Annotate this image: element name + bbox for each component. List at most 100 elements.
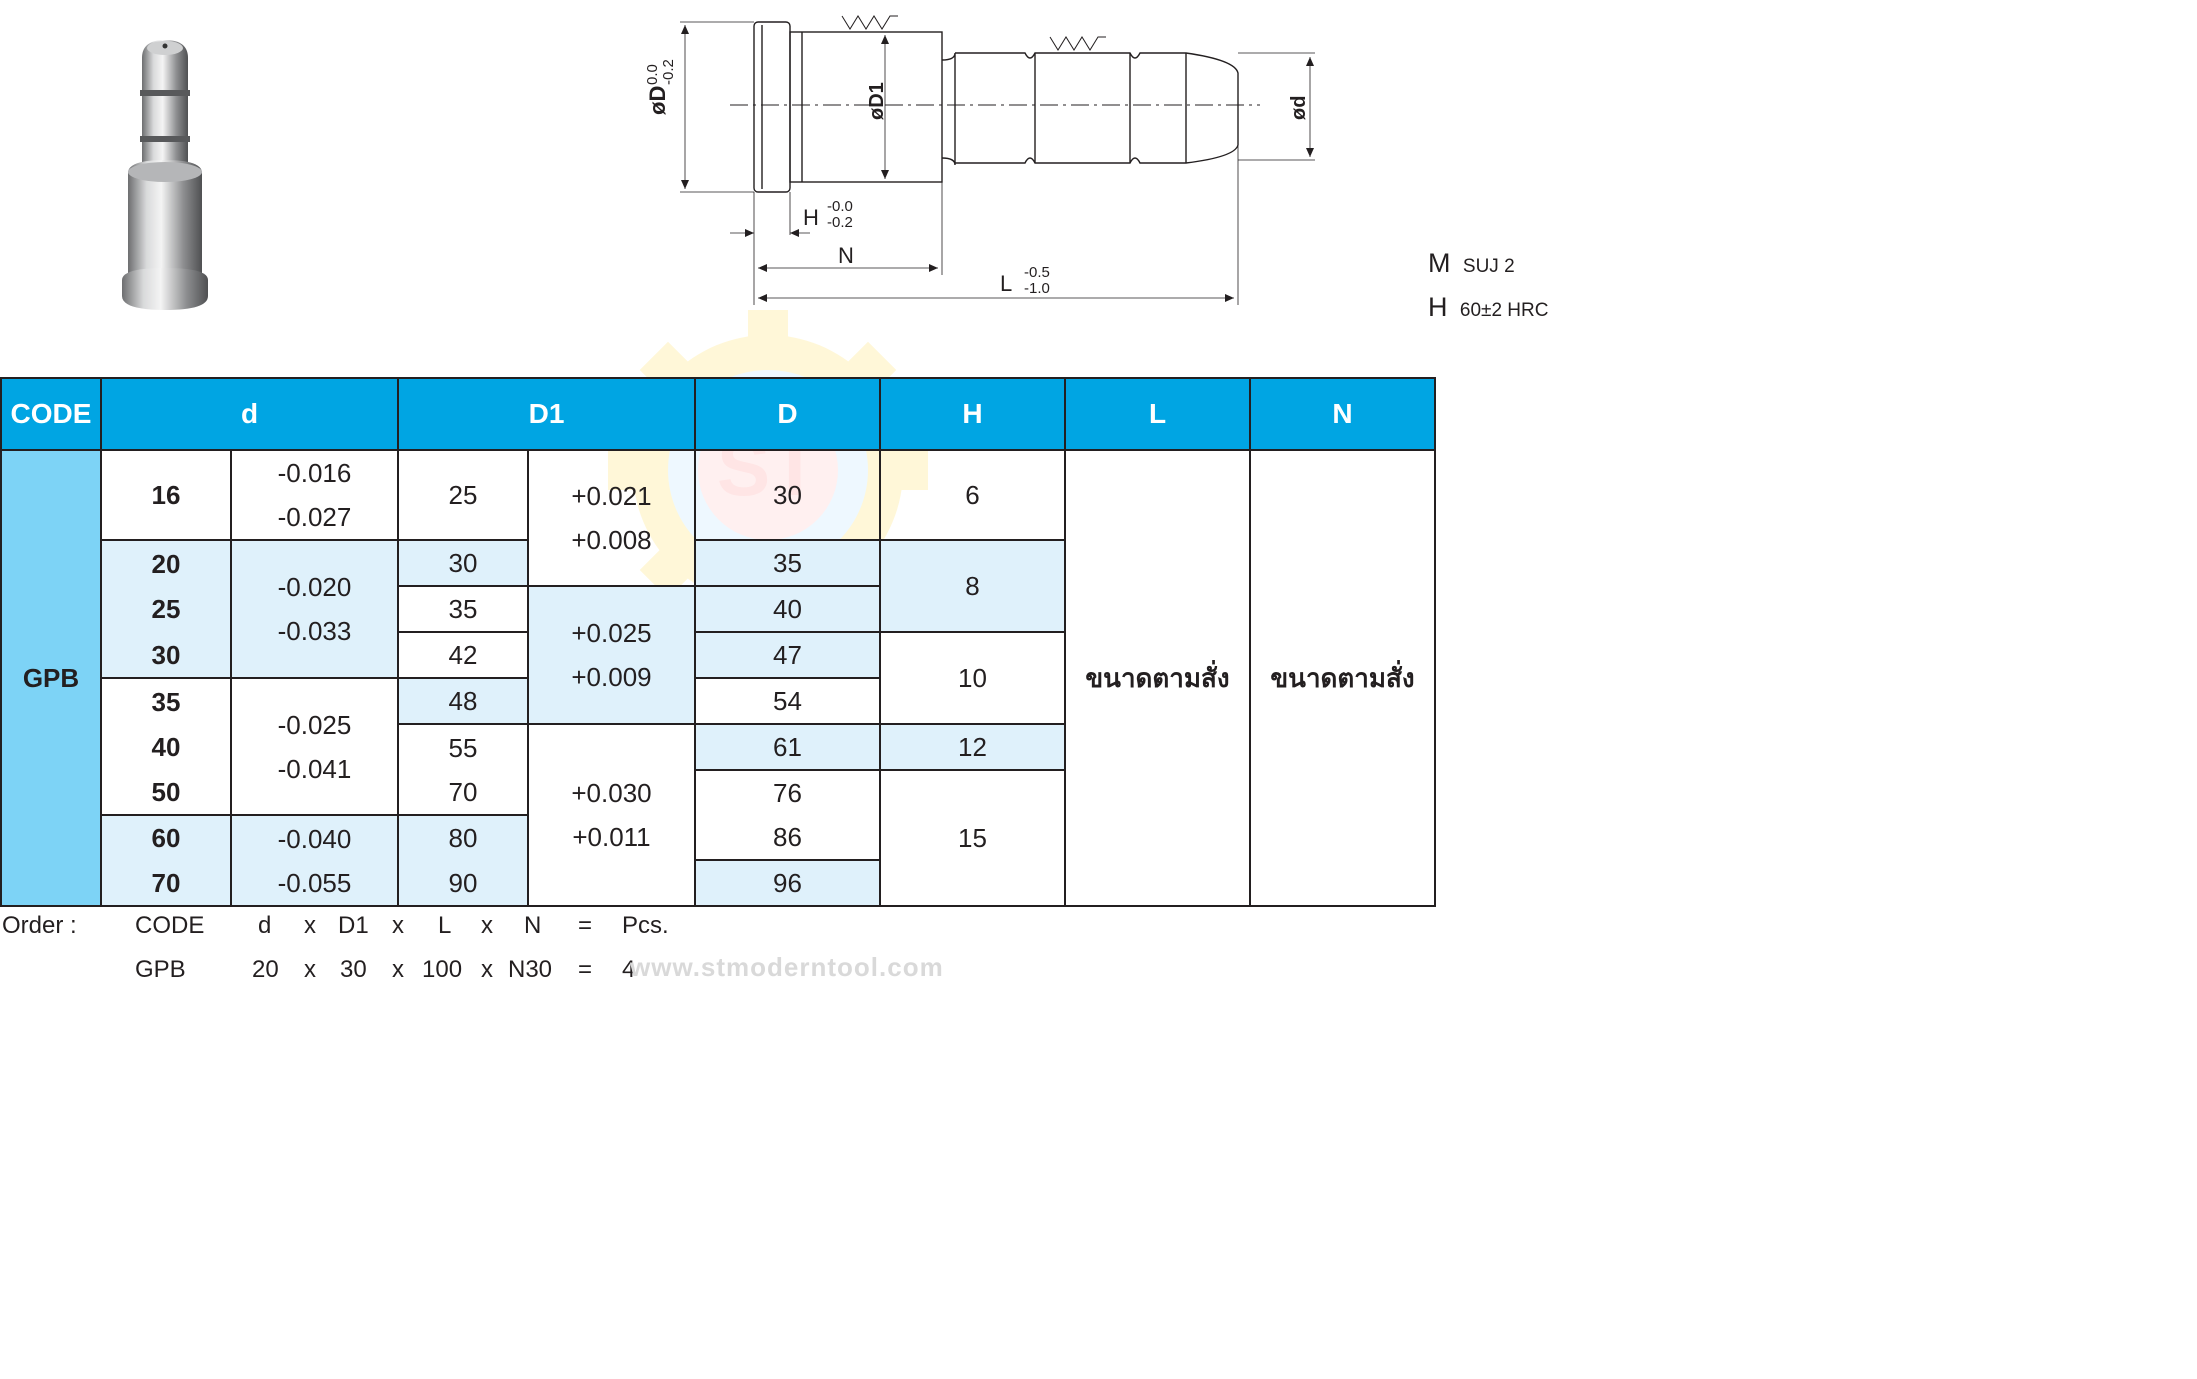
d-value: 60 <box>100 814 232 860</box>
L-value: ขนาดตามสั่ง <box>1064 449 1251 907</box>
order-example-x: x <box>481 956 493 983</box>
order-format-code: CODE <box>135 912 205 939</box>
order-example-N: N30 <box>508 956 553 983</box>
header-d: d <box>100 377 399 451</box>
dim-L-label: L <box>1000 271 1013 296</box>
order-format-x: x <box>304 912 316 939</box>
order-format-L: L <box>438 912 452 939</box>
header-code: CODE <box>0 377 102 451</box>
table-row: 40 55 +0.030 +0.011 61 12 <box>1 723 1435 907</box>
spec-table: CODE d D1 D H L N GPB 16 -0.016 -0.027 2… <box>0 377 1436 907</box>
D1-value: 80 <box>397 814 529 860</box>
order-format-x: x <box>392 912 404 939</box>
D-value: 61 <box>694 723 881 771</box>
order-example-line: GPB 20 x 30 x 100 x N30 = 4 <box>0 956 700 986</box>
dim-d-label: ød <box>1288 95 1310 120</box>
table-header-row: CODE d D1 D H L N <box>0 377 1436 451</box>
dim-D-tol-upper: 0.0 <box>644 64 661 85</box>
table-row: 35 -0.025 -0.041 48 54 <box>1 677 1435 816</box>
order-example-x: x <box>392 956 404 983</box>
dim-H-label: H <box>803 205 819 230</box>
order-format-line: Order : CODE d x D1 x L x N = Pcs. <box>0 912 700 942</box>
d-tol-upper: -0.020 <box>277 572 352 602</box>
table-row: 20 -0.020 -0.033 30 35 8 <box>1 539 1435 679</box>
material-spec: M SUJ 2 <box>1428 248 1515 279</box>
d-value: 50 <box>100 770 232 816</box>
order-example-D1: 30 <box>340 956 367 983</box>
d-tol-lower: -0.055 <box>277 867 352 898</box>
d-tol-upper: -0.025 <box>277 709 352 740</box>
code-cell: GPB <box>0 449 102 907</box>
guide-pin-photo <box>122 40 208 310</box>
D1-value: 70 <box>397 770 529 816</box>
d-value: 30 <box>100 632 232 679</box>
D1-tol-upper: +0.025 <box>571 618 652 648</box>
order-format-pcs: Pcs. <box>622 912 669 939</box>
H-value: 6 <box>879 449 1066 541</box>
order-format-N: N <box>524 912 542 939</box>
order-example-d: 20 <box>252 956 279 983</box>
D1-value: 55 <box>397 723 529 770</box>
material-key: M <box>1428 248 1451 278</box>
dim-H-tol-lower: -0.2 <box>827 214 853 231</box>
d-tol-lower: -0.041 <box>277 753 352 784</box>
table-row: 70 90 96 <box>1 859 1435 907</box>
dim-N-label: N <box>838 243 854 268</box>
header-N: N <box>1249 377 1436 451</box>
table-row: 25 35 +0.025 +0.009 40 <box>1 585 1435 725</box>
table-row: 60 -0.040 -0.055 80 86 <box>1 814 1435 907</box>
order-example-L: 100 <box>422 956 463 983</box>
D1-tolerance: +0.021 +0.008 <box>527 449 696 587</box>
table-row: 50 70 76 15 <box>1 769 1435 907</box>
hardness-spec: H 60±2 HRC <box>1428 292 1548 323</box>
dim-D-label: øD <box>645 85 670 115</box>
order-format-d: d <box>258 912 272 939</box>
order-format-D1: D1 <box>338 912 369 939</box>
order-example-qty: 4 <box>622 956 636 983</box>
dim-D1-label: øD1 <box>866 82 888 120</box>
d-tol-lower: -0.033 <box>277 616 352 646</box>
website-watermark: www.stmoderntool.com <box>630 952 944 982</box>
d-tolerance: -0.040 -0.055 <box>230 814 399 907</box>
d-tol-upper: -0.040 <box>277 823 352 854</box>
H-value: 10 <box>879 631 1066 725</box>
material-value: SUJ 2 <box>1462 256 1515 277</box>
order-example-code: GPB <box>135 956 186 983</box>
hardness-value: 60±2 HRC <box>1459 300 1549 321</box>
H-value: 12 <box>879 723 1066 771</box>
d-tolerance: -0.025 -0.041 <box>230 677 399 816</box>
d-value: 40 <box>100 724 232 770</box>
H-value: 8 <box>879 539 1066 633</box>
d-value: 35 <box>100 677 232 724</box>
D1-value: 35 <box>397 585 529 633</box>
N-value: ขนาดตามสั่ง <box>1249 449 1436 907</box>
hardness-key: H <box>1428 292 1448 322</box>
D1-value: 30 <box>397 539 529 587</box>
order-format-equals: = <box>578 912 593 939</box>
order-format-x: x <box>481 912 493 939</box>
d-value: 20 <box>100 539 232 586</box>
D-value: 40 <box>694 585 881 633</box>
header-D: D <box>694 377 881 451</box>
D-value: 54 <box>694 677 881 725</box>
d-tol-lower: -0.027 <box>277 502 352 532</box>
D-value: 35 <box>694 539 881 587</box>
D1-value: 42 <box>397 632 529 679</box>
D1-tolerance: +0.030 +0.011 <box>527 723 696 907</box>
D-value: 30 <box>694 449 881 541</box>
dim-L-tol-lower: -1.0 <box>1024 280 1050 297</box>
dim-H-tol-upper: -0.0 <box>827 198 853 215</box>
D1-tol-upper: +0.021 <box>571 481 652 511</box>
D1-tol-lower: +0.011 <box>572 822 651 852</box>
D1-tol-lower: +0.008 <box>571 525 652 555</box>
order-example-equals: = <box>578 956 593 983</box>
table-row: 30 42 47 10 <box>1 631 1435 725</box>
H-value: 15 <box>879 769 1066 907</box>
d-tol-upper: -0.016 <box>277 458 352 488</box>
dim-L-tol-upper: -0.5 <box>1024 264 1050 281</box>
D-value: 96 <box>694 859 881 907</box>
D1-tolerance: +0.025 +0.009 <box>527 585 696 725</box>
technical-drawing <box>680 15 1315 305</box>
D-value: 47 <box>694 631 881 679</box>
order-example-x: x <box>304 956 316 983</box>
